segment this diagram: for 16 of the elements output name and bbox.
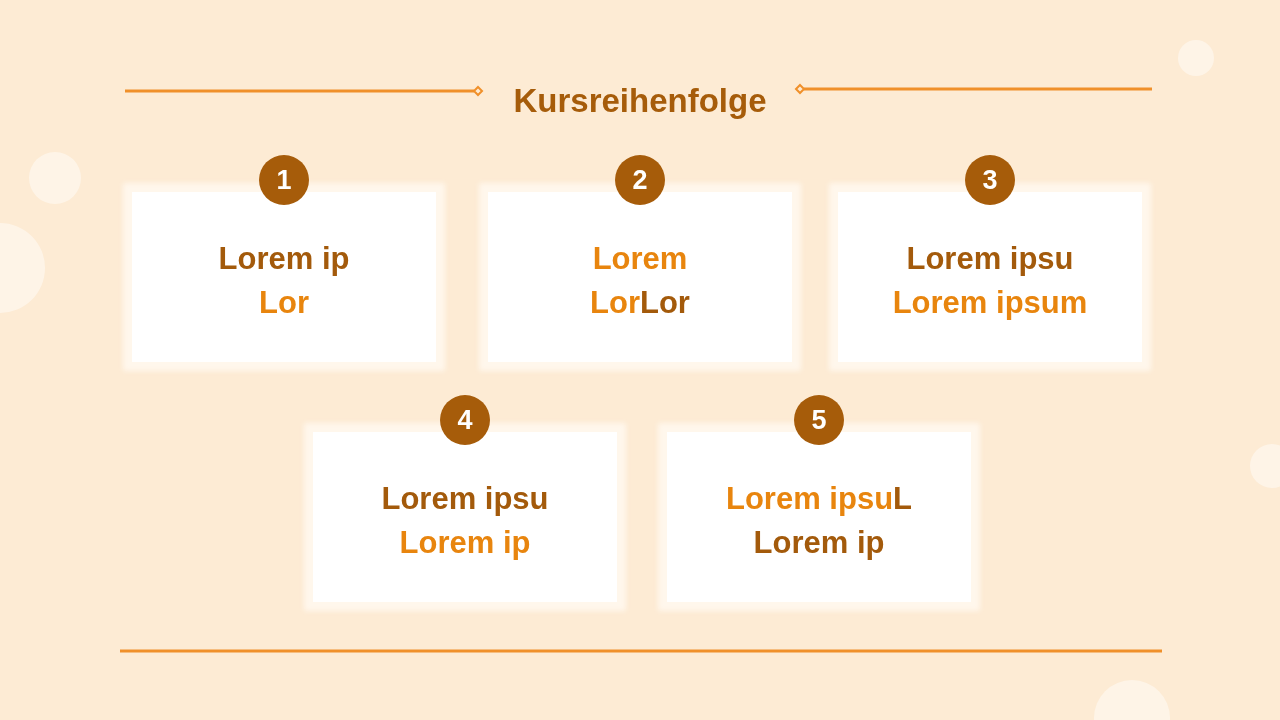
card-text: Lorem ipsu bbox=[906, 240, 1074, 278]
title: Kursreihenfolge bbox=[513, 81, 767, 121]
card-text: Lorem ip bbox=[218, 240, 350, 278]
number-badge: 4 bbox=[440, 395, 490, 445]
card-text: Lorem ip bbox=[399, 524, 531, 562]
card-text: Lorem bbox=[592, 240, 688, 278]
card-text: LorLor bbox=[590, 284, 690, 322]
number-badge: 2 bbox=[615, 155, 665, 205]
card-text: Lorem ipsuL bbox=[726, 480, 912, 518]
number-badge: 3 bbox=[965, 155, 1015, 205]
card-text: Lorem ipsum bbox=[892, 284, 1088, 322]
card-text: Lorem ip bbox=[753, 524, 885, 562]
card-text: Lorem ipsu bbox=[381, 480, 549, 518]
number-badge: 5 bbox=[794, 395, 844, 445]
card-text: Lor bbox=[259, 284, 309, 322]
number-badge: 1 bbox=[259, 155, 309, 205]
